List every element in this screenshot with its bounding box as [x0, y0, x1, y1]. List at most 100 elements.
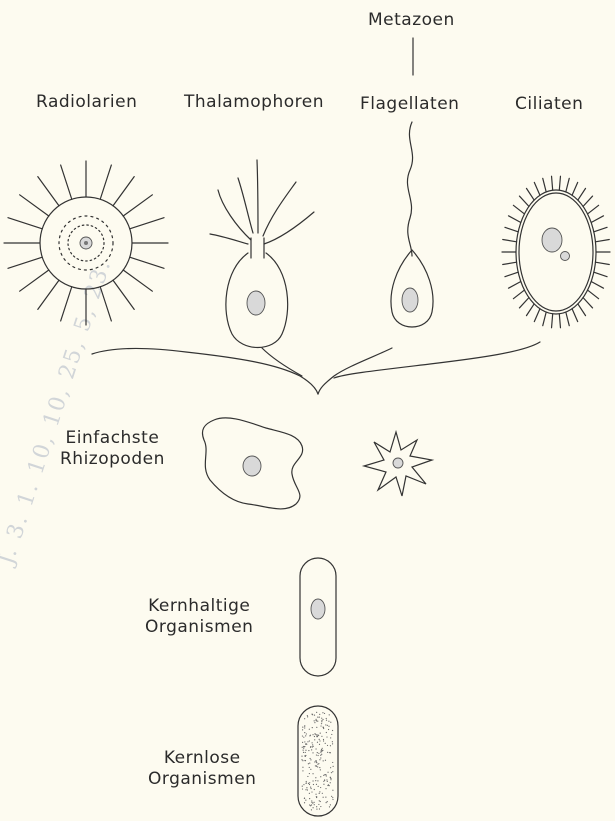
cilium	[503, 239, 517, 241]
stipple-dot	[312, 780, 313, 781]
stipple-dot	[322, 793, 323, 794]
cilium	[552, 314, 553, 328]
stipple-dot	[326, 775, 327, 776]
stipple-dot	[312, 752, 313, 753]
stipple-dot	[329, 785, 330, 786]
cilium	[526, 188, 534, 200]
stipple-dot	[316, 808, 317, 809]
stipple-dot	[307, 716, 308, 717]
stipple-dot	[302, 742, 303, 743]
stipple-dot	[323, 784, 324, 785]
stipple-dot	[329, 806, 330, 807]
stipple-dot	[304, 727, 305, 728]
stipple-dot	[304, 755, 305, 756]
stipple-dot	[326, 779, 327, 780]
stipple-dot	[316, 712, 317, 713]
stipple-dot	[315, 719, 316, 720]
stipple-dot	[328, 721, 329, 722]
stipple-dot	[313, 802, 314, 803]
stipple-dot	[304, 718, 305, 719]
stipple-dot	[313, 784, 314, 785]
stipple-dot	[302, 786, 303, 787]
stipple-dot	[316, 735, 317, 736]
radiolarian-spine	[8, 257, 42, 268]
stipple-dot	[309, 735, 310, 736]
stipple-dot	[312, 744, 313, 745]
cilium	[588, 205, 599, 214]
stipple-dot	[315, 748, 316, 749]
radiolarian-spine	[123, 270, 152, 291]
stipple-dot	[332, 797, 333, 798]
stipple-dot	[312, 773, 313, 774]
stipple-dot	[316, 765, 317, 766]
stipple-dot	[317, 721, 318, 722]
stipple-dot	[316, 727, 317, 728]
stipple-dot	[321, 749, 322, 750]
radiolarian-spine	[61, 165, 72, 199]
stipple-dot	[319, 744, 320, 745]
cilium	[543, 178, 546, 192]
stipple-dot	[307, 741, 308, 742]
stipple-dot	[307, 715, 308, 716]
radiolarien-drawing	[4, 161, 168, 325]
stipple-dot	[306, 743, 307, 744]
radiolarian-spine	[100, 287, 111, 321]
stipple-dot	[311, 809, 312, 810]
stipple-dot	[322, 748, 323, 749]
stipple-dot	[326, 718, 327, 719]
stipple-dot	[327, 772, 328, 773]
stipple-dot	[302, 729, 303, 730]
stipple-dot	[321, 736, 322, 737]
radiolarian-spine	[20, 270, 49, 291]
stipple-dot	[315, 760, 316, 761]
stipple-dot	[303, 784, 304, 785]
stipple-dot	[308, 763, 309, 764]
stipple-dot	[322, 712, 323, 713]
stipple-dot	[324, 774, 325, 775]
radiolarian-spine	[38, 280, 59, 309]
stipple-dot	[311, 802, 312, 803]
stipple-dot	[324, 779, 325, 780]
stipple-dot	[321, 720, 322, 721]
stipple-dot	[319, 767, 320, 768]
stipple-dot	[316, 736, 317, 737]
stipple-dot	[316, 720, 317, 721]
stipple-dot	[312, 746, 313, 747]
radiolarian-spine	[20, 195, 49, 216]
stipple-dot	[311, 788, 312, 789]
stipple-dot	[327, 752, 328, 753]
stipple-dot	[318, 735, 319, 736]
stipple-dot	[317, 717, 318, 718]
stipple-dot	[323, 781, 324, 782]
stipple-dot	[319, 714, 320, 715]
stipple-dot	[309, 767, 310, 768]
stipple-dot	[303, 748, 304, 749]
stipple-dot	[331, 772, 332, 773]
stipple-dot	[304, 760, 305, 761]
stipple-dot	[304, 798, 305, 799]
radiolarian-spine	[61, 287, 72, 321]
stipple-dot	[316, 806, 317, 807]
stipple-dot	[306, 787, 307, 788]
stipple-dot	[329, 752, 330, 753]
radiolarian-spine	[130, 257, 164, 268]
stipple-dot	[319, 793, 320, 794]
stipple-dot	[308, 783, 309, 784]
stipple-dot	[325, 743, 326, 744]
radiolarian-spine	[130, 218, 164, 229]
stipple-dot	[333, 766, 334, 767]
cilium	[513, 290, 524, 299]
stipple-dot	[332, 799, 333, 800]
stipple-dot	[330, 745, 331, 746]
stipple-dot	[304, 741, 305, 742]
stipple-dot	[330, 804, 331, 805]
radiolarian-spine	[38, 177, 59, 206]
stipple-dot	[332, 730, 333, 731]
stipple-dot	[319, 791, 320, 792]
stipple-dot	[305, 789, 306, 790]
anucleate-cell-drawing	[298, 706, 338, 816]
stipple-dot	[332, 741, 333, 742]
cilium	[513, 205, 524, 214]
cilium	[594, 227, 607, 232]
stipple-dot	[321, 718, 322, 719]
